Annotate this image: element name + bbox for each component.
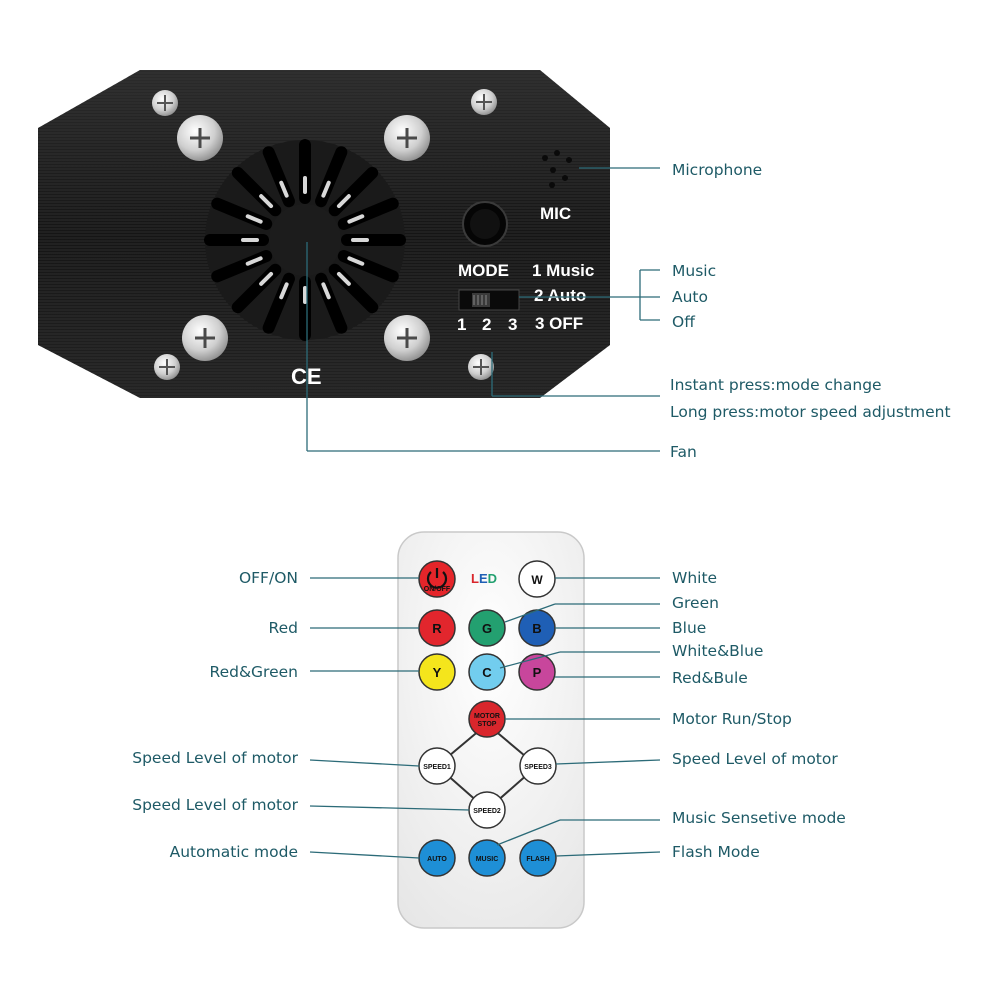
large-screw-icon [384, 115, 430, 161]
large-screw-icon [177, 115, 223, 161]
fan-grille-icon [205, 140, 405, 340]
corner-screw-icon [154, 354, 180, 380]
long-press-callout: Long press:motor speed adjustment [670, 403, 951, 421]
svg-text:R: R [432, 621, 442, 636]
mode-option-1: 1 Music [532, 261, 594, 280]
svg-text:C: C [482, 665, 492, 680]
music-callout: Music [672, 262, 716, 280]
music-mode-callout: Music Sensetive mode [672, 809, 846, 827]
motor-stop-button[interactable]: MOTOR STOP [469, 701, 505, 737]
purple-button[interactable]: P [519, 654, 555, 690]
speed-level-3-callout: Speed Level of motor [672, 750, 838, 768]
power-button[interactable]: ON/OFF [419, 561, 455, 597]
svg-text:FLASH: FLASH [526, 856, 549, 863]
svg-text:STOP: STOP [478, 721, 497, 728]
auto-callout: Auto [672, 288, 708, 306]
speed1-button[interactable]: SPEED1 [419, 748, 455, 784]
led-label: LED [471, 571, 497, 586]
ce-mark: CE [291, 364, 322, 389]
white-blue-callout: White&Blue [672, 642, 763, 660]
off-callout: Off [672, 313, 695, 331]
svg-text:SPEED3: SPEED3 [524, 764, 552, 771]
fan-callout: Fan [670, 443, 697, 461]
corner-screw-icon [468, 354, 494, 380]
green-button[interactable]: G [469, 610, 505, 646]
fan-hub [269, 204, 341, 276]
mode-switch[interactable] [459, 290, 519, 310]
auto-button[interactable]: AUTO [419, 840, 455, 876]
automatic-mode-callout: Automatic mode [170, 843, 298, 861]
device-panel: MIC MODE 1 Music 2 Auto 3 OFF 1 2 3 CE [38, 70, 610, 398]
white-callout: White [672, 569, 717, 587]
svg-text:ON/OFF: ON/OFF [424, 586, 451, 593]
remote-control: ON/OFF LED W R G B Y C [398, 532, 584, 928]
yellow-button[interactable]: Y [419, 654, 455, 690]
mic-label: MIC [540, 204, 571, 223]
green-callout: Green [672, 594, 719, 612]
cyan-button[interactable]: C [469, 654, 505, 690]
microphone-callout: Microphone [672, 161, 762, 179]
switch-number-3: 3 [508, 315, 517, 334]
svg-text:SPEED1: SPEED1 [423, 764, 451, 771]
speed2-button[interactable]: SPEED2 [469, 792, 505, 828]
svg-text:SPEED2: SPEED2 [473, 808, 501, 815]
large-screw-icon [384, 315, 430, 361]
svg-text:B: B [532, 621, 541, 636]
red-green-callout: Red&Green [210, 663, 298, 681]
red-button[interactable]: R [419, 610, 455, 646]
off-on-callout: OFF/ON [239, 569, 298, 587]
flash-button[interactable]: FLASH [520, 840, 556, 876]
blue-callout: Blue [672, 619, 706, 637]
speed-level-1-callout: Speed Level of motor [132, 749, 298, 767]
red-callout: Red [269, 619, 298, 637]
music-button[interactable]: MUSIC [469, 840, 505, 876]
large-screw-icon [182, 315, 228, 361]
mode-option-2: 2 Auto [534, 286, 586, 305]
white-button[interactable]: W [519, 561, 555, 597]
corner-screw-icon [471, 89, 497, 115]
svg-text:MOTOR: MOTOR [474, 713, 500, 720]
mode-knob[interactable] [463, 202, 507, 246]
mode-option-3: 3 OFF [535, 314, 583, 333]
mode-label: MODE [458, 261, 509, 280]
svg-text:W: W [531, 573, 543, 587]
red-blue-callout: Red&Bule [672, 669, 748, 687]
switch-number-1: 1 [457, 315, 466, 334]
corner-screw-icon [152, 90, 178, 116]
svg-text:P: P [533, 665, 542, 680]
svg-text:Y: Y [433, 665, 442, 680]
svg-text:MUSIC: MUSIC [476, 856, 499, 863]
flash-mode-callout: Flash Mode [672, 843, 760, 861]
svg-text:G: G [482, 621, 492, 636]
motor-run-stop-callout: Motor Run/Stop [672, 710, 792, 728]
speed3-button[interactable]: SPEED3 [520, 748, 556, 784]
switch-number-2: 2 [482, 315, 491, 334]
svg-text:AUTO: AUTO [427, 856, 447, 863]
speed-level-2-callout: Speed Level of motor [132, 796, 298, 814]
instant-press-callout: Instant press:mode change [670, 376, 882, 394]
